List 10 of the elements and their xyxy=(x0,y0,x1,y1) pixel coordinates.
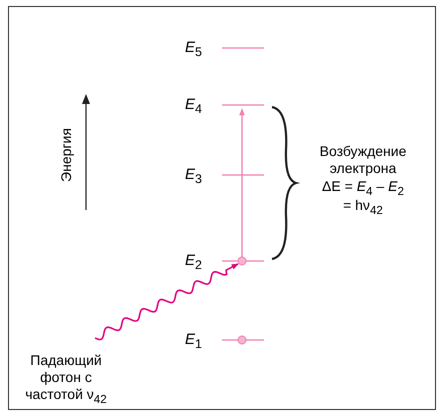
level-label: E$_{1}$ xyxy=(185,330,202,353)
level-label: E$_{5}$ xyxy=(185,38,202,61)
annotation-text: Возбуждение электрона xyxy=(318,143,408,177)
level-label: E$_{3}$ xyxy=(185,165,202,188)
photon-label: Падающий фотон с частотой ν$_{42}$ xyxy=(10,352,122,408)
arrow xyxy=(94,263,239,340)
level-label: E$_{4}$ xyxy=(185,95,202,118)
arrow xyxy=(239,108,245,257)
axis-label: Энергия xyxy=(57,127,75,184)
level-label: E$_{2}$ xyxy=(185,251,202,274)
